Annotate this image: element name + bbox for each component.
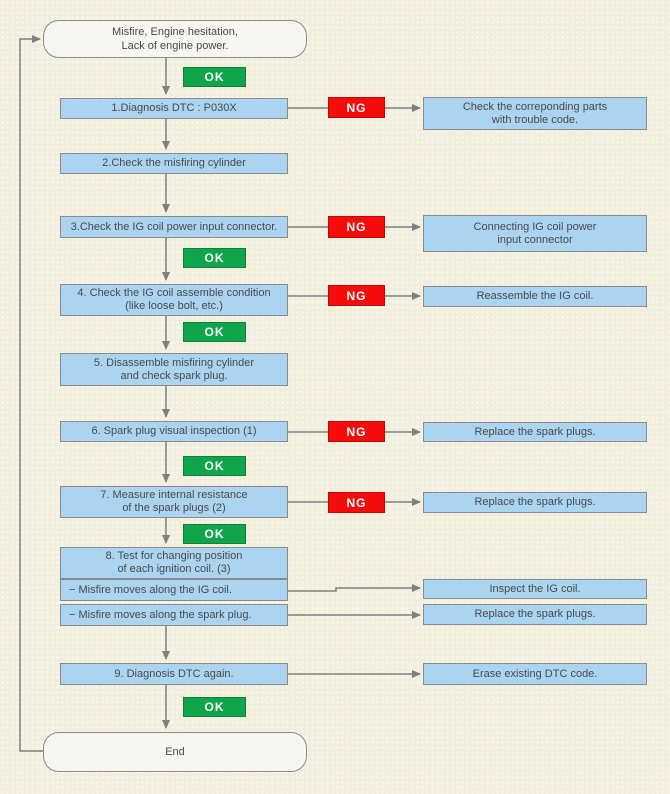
- result-replace-spark-plugs-1: Replace the spark plugs.: [423, 422, 647, 442]
- ok-badge-start: OK: [183, 67, 246, 87]
- step-6-spark-plug-inspection: 6. Spark plug visual inspection (1): [60, 421, 288, 442]
- ng-badge-step3: NG: [328, 216, 385, 238]
- result-erase-existing-dtc: Erase existing DTC code.: [423, 663, 647, 685]
- step-1-diagnosis-dtc: 1.Diagnosis DTC : P030X: [60, 98, 288, 119]
- ng-badge-step7: NG: [328, 492, 385, 513]
- step-7-measure-resistance: 7. Measure internal resistance of the sp…: [60, 486, 288, 518]
- step-3-check-ig-coil-connector: 3.Check the IG coil power input connecto…: [60, 216, 288, 238]
- start-node: Misfire, Engine hesitation, Lack of engi…: [43, 20, 307, 58]
- step-8b-misfire-moves-spark-plug: − Misfire moves along the spark plug.: [60, 604, 288, 626]
- step-5-disassemble-cylinder: 5. Disassemble misfiring cylinder and ch…: [60, 353, 288, 386]
- step-2-check-misfiring-cylinder: 2.Check the misfiring cylinder: [60, 153, 288, 174]
- result-replace-spark-plugs-2: Replace the spark plugs.: [423, 492, 647, 513]
- step-8-change-position-test: 8. Test for changing position of each ig…: [60, 547, 288, 579]
- result-inspect-ig-coil: Inspect the IG coil.: [423, 579, 647, 599]
- ng-badge-step6: NG: [328, 421, 385, 442]
- ok-badge-step7: OK: [183, 524, 246, 544]
- ok-badge-step3: OK: [183, 248, 246, 268]
- result-reassemble-ig-coil: Reassemble the IG coil.: [423, 286, 647, 307]
- step-8a-misfire-moves-ig-coil: − Misfire moves along the IG coil.: [60, 579, 288, 601]
- step-9-diagnosis-dtc-again: 9. Diagnosis DTC again.: [60, 663, 288, 685]
- ok-badge-step9: OK: [183, 697, 246, 717]
- result-replace-spark-plugs-3: Replace the spark plugs.: [423, 604, 647, 625]
- end-node: End: [43, 732, 307, 772]
- result-check-corresponding-parts: Check the correponding parts with troubl…: [423, 97, 647, 130]
- ng-badge-step4: NG: [328, 285, 385, 306]
- result-connect-ig-coil-power: Connecting IG coil power input connector: [423, 215, 647, 252]
- step-4-check-ig-coil-assemble: 4. Check the IG coil assemble condition …: [60, 284, 288, 316]
- ok-badge-step4: OK: [183, 322, 246, 342]
- ok-badge-step6: OK: [183, 456, 246, 476]
- ng-badge-step1: NG: [328, 97, 385, 118]
